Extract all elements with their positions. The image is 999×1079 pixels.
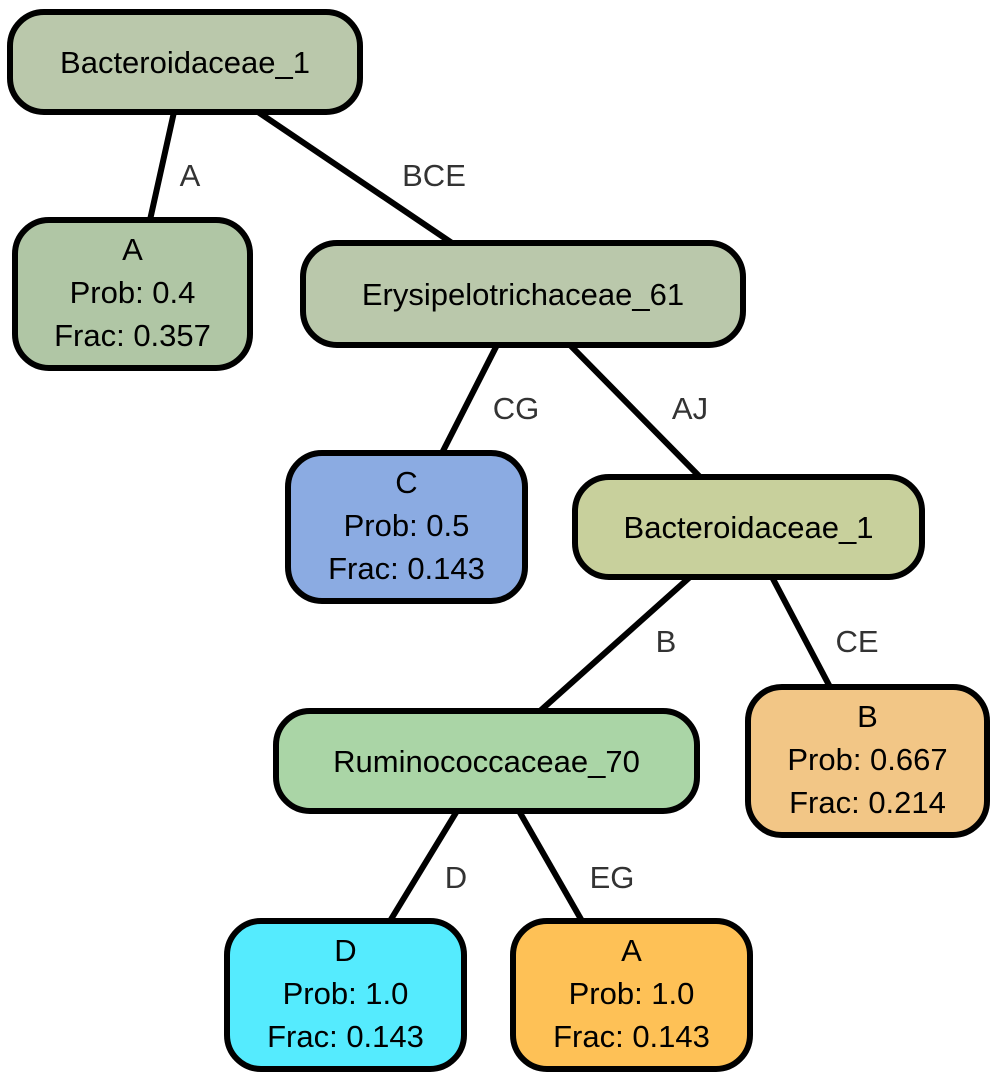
- split-node: Erysipelotrichaceae_61: [300, 240, 746, 348]
- node-box: [7, 9, 363, 115]
- leaf-prob-label: Prob: 0.5: [344, 508, 470, 543]
- edge-label: D: [445, 860, 467, 895]
- edge-label: EG: [590, 860, 635, 895]
- tree-edge-n4-n5: [538, 574, 692, 714]
- leaf-class-label: C: [395, 465, 417, 500]
- edge-label: B: [656, 624, 677, 659]
- leaf-class-label: A: [122, 232, 143, 267]
- leaf-frac-label: Frac: 0.357: [54, 318, 211, 353]
- edge-label: CE: [835, 624, 878, 659]
- split-node: Bacteroidaceae_1: [7, 9, 363, 115]
- node-box: [745, 684, 990, 838]
- node-box: [572, 474, 925, 580]
- node-box: [510, 918, 753, 1072]
- node-box: [300, 240, 746, 348]
- leaf-prob-label: Prob: 0.667: [787, 742, 947, 777]
- leaf-frac-label: Frac: 0.143: [328, 551, 485, 586]
- tree-edge-n5-n8: [516, 809, 585, 923]
- split-node: Bacteroidaceae_1: [572, 474, 925, 580]
- tree-edge-n0-n1: [147, 111, 177, 221]
- tree-edge-n2-n3: [439, 343, 500, 455]
- tree-edge-n5-n7: [387, 809, 460, 923]
- leaf-prob-label: Prob: 1.0: [569, 976, 695, 1011]
- leaf-class-label: B: [857, 699, 878, 734]
- leaf-class-label: A: [621, 933, 642, 968]
- leaf-frac-label: Frac: 0.143: [267, 1019, 424, 1054]
- node-box: [224, 918, 467, 1072]
- edge-label: CG: [493, 391, 540, 426]
- edge-label: AJ: [672, 391, 708, 426]
- leaf-frac-label: Frac: 0.214: [789, 785, 946, 820]
- leaf-prob-label: Prob: 1.0: [283, 976, 409, 1011]
- leaf-prob-label: Prob: 0.4: [70, 275, 196, 310]
- edge-label: A: [180, 158, 201, 193]
- leaf-class-label: D: [334, 933, 356, 968]
- tree-edge-n0-n2: [256, 109, 454, 246]
- leaf-frac-label: Frac: 0.143: [553, 1019, 710, 1054]
- node-box: [285, 450, 528, 604]
- node-box: [273, 708, 700, 814]
- split-node-label: Erysipelotrichaceae_61: [362, 277, 684, 312]
- tree-edge-n4-n6: [769, 575, 833, 689]
- edge-label: BCE: [402, 158, 466, 193]
- tree-edge-n2-n4: [567, 342, 703, 480]
- split-node-label: Ruminococcaceae_70: [333, 744, 640, 779]
- node-box: [12, 217, 253, 371]
- split-node: Ruminococcaceae_70: [273, 708, 700, 814]
- split-node-label: Bacteroidaceae_1: [60, 45, 310, 80]
- split-node-label: Bacteroidaceae_1: [624, 510, 874, 545]
